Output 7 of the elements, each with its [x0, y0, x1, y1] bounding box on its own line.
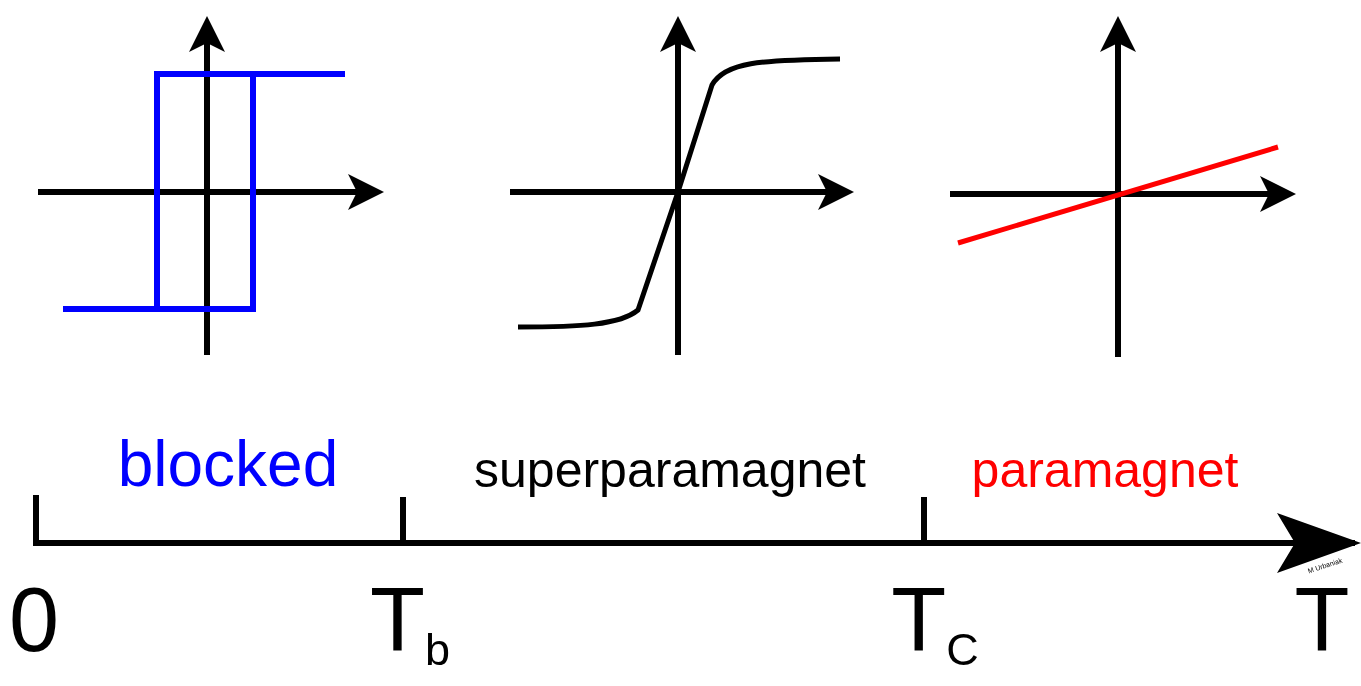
axis-title: T [1294, 575, 1350, 665]
phase-label: paramagnet [971, 445, 1239, 495]
axis-tick-label: 0 [8, 575, 60, 665]
axis-tick-label: T$_{C}$ [891, 575, 979, 672]
axis-tick-label: T$_{b}$ [370, 575, 450, 672]
phase-label: superparamagnet [474, 445, 866, 495]
phase-label: blocked [117, 432, 339, 496]
